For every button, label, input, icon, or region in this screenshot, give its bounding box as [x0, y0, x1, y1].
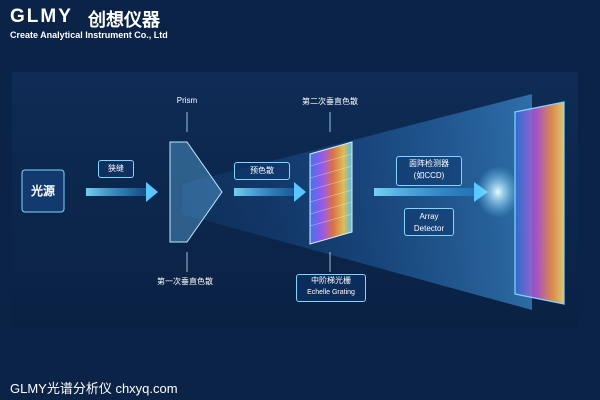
- prism-label: Prism: [176, 96, 198, 105]
- detector-label-cn-box: 面阵检测器 (如CCD): [396, 156, 462, 186]
- beam-arrow-1: [86, 188, 146, 196]
- detector-glow: [476, 166, 520, 218]
- beam-arrow-3: [374, 188, 474, 196]
- light-source-box: [21, 169, 65, 213]
- beam-arrowhead-2: [294, 182, 306, 202]
- echelle-grating-label-box: 中阶梯光栅 Echelle Grating: [296, 274, 366, 302]
- brand-subtitle: Create Analytical Instrument Co., Ltd: [10, 30, 168, 40]
- beam-arrowhead-1: [146, 182, 158, 202]
- detector-label-cn: 面阵检测器: [409, 159, 449, 168]
- grating-label-en: Echelle Grating: [307, 289, 355, 296]
- brand-header: GLMY 创想仪器 Create Analytical Instrument C…: [0, 0, 600, 56]
- second-dispersion-label: 第二次垂直色散: [302, 97, 358, 106]
- brand-logo: GLMY: [10, 6, 73, 27]
- grating-label-cn: 中阶梯光栅: [311, 276, 351, 285]
- grating-lines: [309, 153, 353, 227]
- array-detector: [514, 101, 565, 305]
- predispersion-label: 预色散: [234, 162, 290, 180]
- echelle-grating: [309, 141, 353, 245]
- first-dispersion-label: 第一次垂直色散: [157, 277, 213, 286]
- light-cone: [182, 94, 532, 310]
- optical-path-diagram: [21, 94, 565, 310]
- prism-shape: [169, 141, 223, 243]
- slit-label: 狭缝: [98, 160, 134, 178]
- light-source-label: 光源: [30, 184, 55, 198]
- array-detector-label: Array Detector: [404, 208, 454, 236]
- beam-arrow-2: [234, 188, 294, 196]
- detector-label-sub: (如CCD): [413, 171, 445, 180]
- brand-name-cn: 创想仪器: [88, 10, 160, 30]
- spectrometer-diagram-panel: 光源 狭缝 Prism 预色散 第一次垂直色散 第二次垂直色散 中阶梯光栅 Ec…: [12, 72, 578, 328]
- footer-text: GLMY光谱分析仪 chxyq.com: [10, 381, 178, 396]
